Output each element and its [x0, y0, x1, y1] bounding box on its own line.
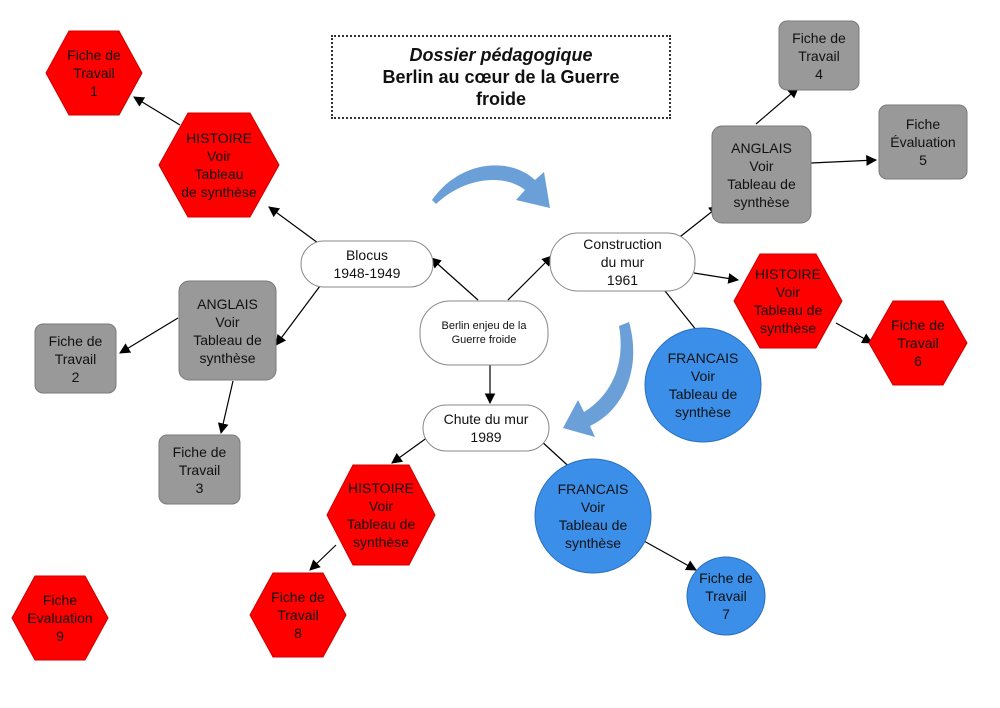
- event-node-construction-label: Construction du mur 1961: [583, 236, 662, 288]
- event-node-blocus-label: Blocus 1948-1949: [333, 247, 401, 281]
- francais-chute-label: FRANCAIS Voir Tableau de synthèse: [557, 481, 629, 551]
- francais-construction-circle[interactable]: FRANCAIS Voir Tableau de synthèse: [644, 327, 762, 443]
- fiche-evaluation-9-hexagon[interactable]: Fiche Evaluation 9: [11, 575, 109, 661]
- arrow-anglais-to-fiche3: [217, 380, 234, 435]
- fiche-evaluation-9-label: Fiche Evaluation 9: [27, 592, 93, 644]
- histoire-construction-hexagon[interactable]: HISTOIRE Voir Tableau de synthèse: [733, 253, 843, 349]
- curved-arrow-top: [432, 165, 550, 208]
- arrow-blocus-to-anglais: [275, 285, 321, 346]
- arrow-anglais-to-eval5: [810, 155, 878, 166]
- arrow-blocus-to-histoire: [268, 206, 319, 244]
- event-node-chute[interactable]: Chute du mur 1989: [422, 404, 550, 452]
- fiche-travail-1-hexagon[interactable]: Fiche de Travail 1: [45, 30, 143, 116]
- histoire-chute-hexagon[interactable]: HISTOIRE Voir Tableau de synthèse: [326, 464, 436, 566]
- fiche-travail-1-label: Fiche de Travail 1: [67, 47, 121, 99]
- anglais-blocus-label: ANGLAIS Voir Tableau de synthèse: [193, 295, 262, 366]
- event-node-blocus[interactable]: Blocus 1948-1949: [300, 240, 434, 288]
- histoire-chute-label: HISTOIRE Voir Tableau de synthèse: [346, 480, 416, 550]
- francais-construction-label: FRANCAIS Voir Tableau de synthèse: [667, 350, 739, 420]
- arrow-histoire-to-fiche8: [309, 544, 337, 571]
- anglais-blocus-box[interactable]: ANGLAIS Voir Tableau de synthèse: [178, 280, 277, 381]
- fiche-travail-3-box[interactable]: Fiche de Travail 3: [158, 434, 241, 505]
- anglais-construction-label: ANGLAIS Voir Tableau de synthèse: [727, 139, 796, 210]
- fiche-evaluation-5-label: Fiche Évaluation 5: [890, 116, 956, 168]
- histoire-construction-label: HISTOIRE Voir Tableau de synthèse: [753, 266, 823, 336]
- fiche-travail-2-label: Fiche de Travail 2: [48, 332, 103, 385]
- fiche-travail-6-label: Fiche de Travail 6: [891, 317, 945, 369]
- arrow-construction-to-histoire: [693, 272, 740, 284]
- fiche-travail-2-box[interactable]: Fiche de Travail 2: [34, 323, 117, 394]
- fiche-travail-7-label: Fiche de Travail 7: [699, 570, 753, 622]
- center-node-label: Berlin enjeu de la Guerre froide: [441, 320, 527, 346]
- anglais-construction-box[interactable]: ANGLAIS Voir Tableau de synthèse: [711, 125, 812, 224]
- arrow-anglais-to-fiche4: [755, 87, 799, 125]
- curved-blue-arrows: [432, 165, 634, 437]
- fiche-travail-8-hexagon[interactable]: Fiche de Travail 8: [249, 572, 347, 658]
- curved-arrow-right: [563, 322, 634, 437]
- arrow-anglais-to-fiche2: [119, 317, 179, 354]
- arrow-chute-to-histoire: [391, 436, 429, 464]
- event-node-construction[interactable]: Construction du mur 1961: [549, 232, 696, 292]
- fiche-travail-6-hexagon[interactable]: Fiche de Travail 6: [868, 300, 968, 386]
- title-line-1: Dossier pédagogique: [409, 45, 593, 65]
- arrow-center-to-blocus: [430, 257, 479, 301]
- arrow-histoire-to-fiche1: [133, 96, 181, 126]
- francais-chute-circle[interactable]: FRANCAIS Voir Tableau de synthèse: [534, 458, 652, 574]
- fiche-travail-4-box[interactable]: Fiche de Travail 4: [778, 20, 860, 91]
- fiche-evaluation-5-box[interactable]: Fiche Évaluation 5: [878, 104, 968, 180]
- event-node-chute-label: Chute du mur 1989: [443, 411, 529, 445]
- arrow-histoire-to-fiche6: [835, 322, 873, 344]
- fiche-travail-8-label: Fiche de Travail 8: [271, 589, 325, 641]
- histoire-blocus-label: HISTOIRE Voir Tableau de synthèse: [181, 130, 257, 200]
- arrow-francais-to-fiche7: [643, 540, 697, 571]
- title-box: Dossier pédagogique Berlin au cœur de la…: [331, 35, 671, 119]
- histoire-blocus-hexagon[interactable]: HISTOIRE Voir Tableau de synthèse: [158, 112, 280, 218]
- fiche-travail-7-circle[interactable]: Fiche de Travail 7: [686, 556, 766, 636]
- center-node[interactable]: Berlin enjeu de la Guerre froide: [419, 300, 549, 366]
- fiche-travail-3-label: Fiche de Travail 3: [172, 443, 227, 496]
- title-line-2: Berlin au cœur de la Guerre froide: [382, 67, 620, 109]
- arrow-center-to-construction: [507, 255, 553, 301]
- fiche-travail-4-label: Fiche de Travail 4: [792, 29, 846, 82]
